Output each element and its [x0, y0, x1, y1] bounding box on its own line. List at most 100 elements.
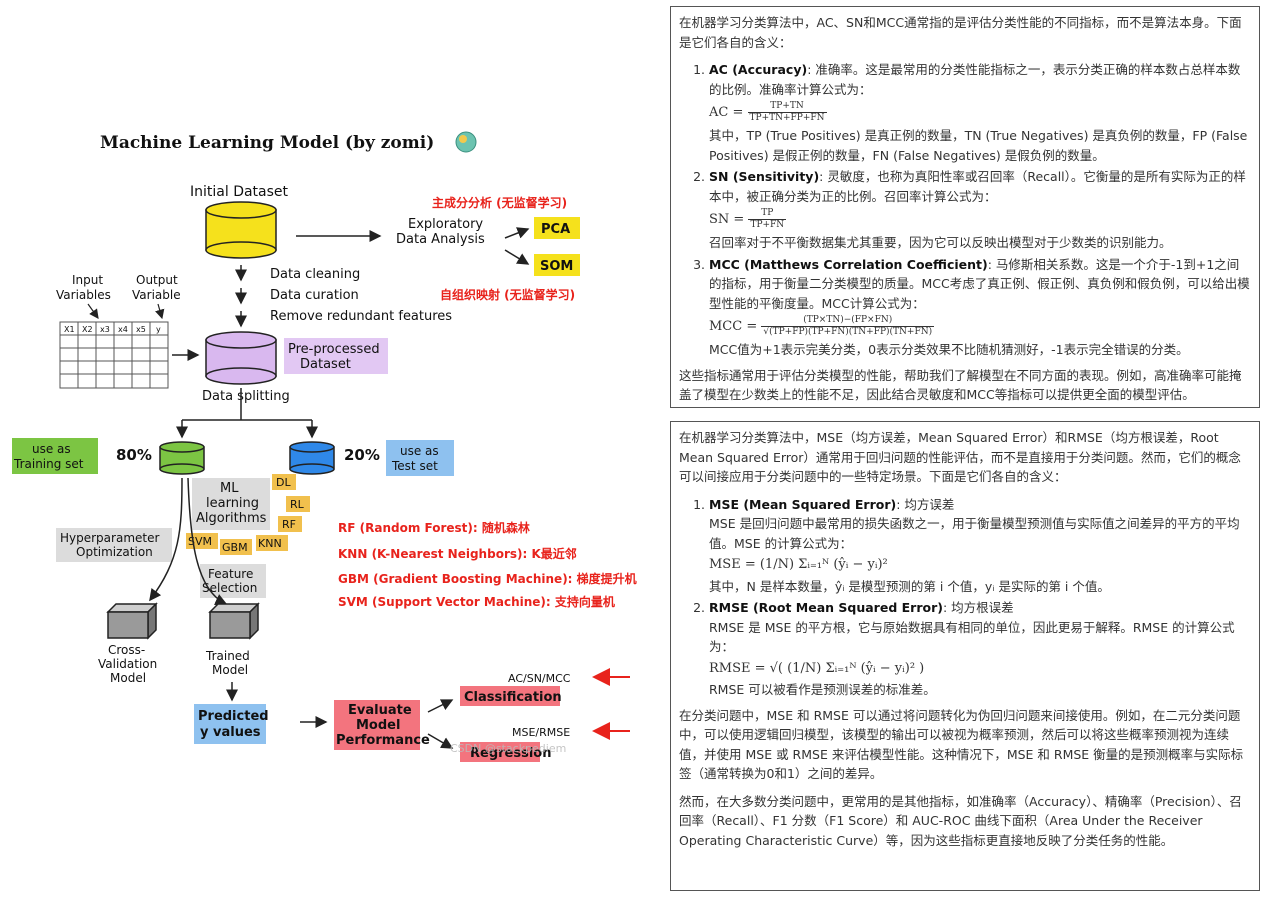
classification-label: Classification — [464, 690, 562, 705]
table-header-y: y — [156, 325, 161, 334]
arrow-input-vars — [87, 303, 99, 319]
after-mcc: MCC值为+1表示完美分类，0表示分类效果不比随机猜测好，-1表示完全错误的分类… — [709, 342, 1189, 357]
evaluate-line1: Evaluate — [348, 703, 412, 718]
data-curation-step: Data curation — [270, 288, 359, 303]
detail-mse: MSE 是回归问题中最常用的损失函数之一，用于衡量模型预测值与实际值之间差异的平… — [709, 516, 1240, 551]
train-percentage: 80% — [116, 446, 152, 464]
formula-ac-num: TP+TN — [747, 101, 827, 113]
desc-mse: : 均方误差 — [896, 496, 955, 512]
metrics-explanation-panel-2: 在机器学习分类算法中，MSE（均方误差，Mean Squared Error）和… — [670, 421, 1260, 891]
diagram-title: Machine Learning Model (by zomi) — [100, 133, 434, 153]
predicted-highlight — [194, 704, 266, 744]
preprocessed-highlight — [284, 338, 388, 374]
ml-line2: learning — [206, 496, 259, 511]
trained-line2: Model — [212, 663, 248, 677]
formula-sn-num: TP — [748, 208, 787, 220]
predicted-line2: y values — [200, 725, 261, 740]
input-variables-line1: Input — [72, 273, 103, 287]
flow-train-to-cv — [149, 477, 183, 602]
training-set-line2: Training set — [13, 457, 84, 471]
arrow-to-regression — [427, 733, 454, 749]
panel1-item-sn: SN (Sensitivity): 灵敏度，也称为真阳性率或召回率（Recall… — [709, 167, 1251, 253]
panel2-para3: 然而，在大多数分类问题中，更常用的是其他指标，如准确率（Accuracy）、精确… — [679, 793, 1242, 848]
desc-mcc: : 马修斯相关系数。这是一个介于-1到+1之间的指标，用于衡量二分类模型的质量。… — [709, 256, 1250, 311]
formula-ac-den: TP+TN+FP+FN — [749, 113, 825, 123]
algo-svm: SVM — [188, 535, 212, 548]
som-note: 自组织映射 (无监督学习) — [440, 287, 575, 302]
eda-line2: Data Analysis — [396, 232, 485, 247]
preprocessed-cylinder — [205, 331, 277, 385]
input-variables-line2: Variables — [56, 288, 111, 302]
formula-sn-lhs: SN = — [709, 212, 745, 227]
algo-knn-highlight — [256, 535, 288, 551]
panel2-item-rmse: RMSE (Root Mean Squared Error): 均方根误差 RM… — [709, 598, 1251, 700]
panel1-intro: 在机器学习分类算法中，AC、SN和MCC通常指的是评估分类性能的不同指标，而不是… — [679, 15, 1242, 50]
som-highlight — [534, 254, 580, 276]
test-set-line2: Test set — [391, 459, 438, 473]
ml-line1: ML — [220, 481, 239, 496]
ml-workflow-diagram: Machine Learning Model (by zomi) Initial… — [12, 131, 637, 762]
pca-note: 主成分分析 (无监督学习) — [432, 195, 567, 210]
training-set-highlight — [12, 438, 98, 474]
training-set-line1: use as — [32, 442, 71, 456]
detail-rmse: RMSE 是 MSE 的平方根，它与原始数据具有相同的单位，因此更易于解释。RM… — [709, 619, 1235, 655]
table-header-x2: X2 — [82, 325, 93, 334]
after-rmse: RMSE 可以被看作是预测误差的标准差。 — [709, 682, 936, 697]
term-sn: SN (Sensitivity) — [709, 169, 820, 184]
hyperparameter-line1: Hyperparameter — [60, 531, 159, 545]
initial-dataset-cylinder — [205, 201, 277, 259]
algo-rf-highlight — [278, 516, 302, 532]
panel2-item-mse: MSE (Mean Squared Error): 均方误差 MSE 是回归问题… — [709, 495, 1251, 597]
formula-mcc-lhs: MCC = — [709, 319, 758, 334]
feature-line1: Feature — [208, 567, 253, 581]
table-header-x4: x4 — [118, 325, 128, 334]
algo-rl-highlight — [286, 496, 310, 512]
arrow-output-var — [155, 303, 165, 320]
predicted-line1: Predicted — [198, 709, 269, 724]
term-mse: MSE (Mean Squared Error) — [709, 496, 897, 512]
legend-svm: SVM (Support Vector Machine): 支持向量机 — [338, 594, 615, 609]
legend-gbm: GBM (Gradient Boosting Machine): 梯度提升机 — [338, 571, 637, 586]
panel2-para2: 在分类问题中，MSE 和 RMSE 可以通过将问题转化为伪回归问题来间接使用。例… — [679, 707, 1244, 782]
arrow-to-som — [504, 249, 530, 265]
cv-line1: Cross- — [108, 643, 145, 657]
algo-rf: RF — [282, 518, 296, 531]
pca-highlight — [534, 217, 580, 239]
legend-rf: RF (Random Forest): 随机森林 — [338, 520, 530, 535]
after-sn: 召回率对于不平衡数据集尤其重要，因为它可以反映出模型对于少数类的识别能力。 — [709, 235, 1172, 250]
panel2-intro: 在机器学习分类算法中，MSE（均方误差，Mean Squared Error）和… — [679, 430, 1241, 484]
evaluate-highlight — [334, 700, 420, 750]
metrics-explanation-panel-1: 在机器学习分类算法中，AC、SN和MCC通常指的是评估分类性能的不同指标，而不是… — [670, 6, 1260, 408]
after-ac: 其中，TP (True Positives) 是真正例的数量，TN (True … — [709, 128, 1248, 163]
formula-mcc: MCC = (TP×TN)−(FP×FN)√(TP+FP)(TP+FN)(TN+… — [709, 315, 1251, 338]
test-cylinder — [289, 441, 335, 475]
desc-sn: : 灵敏度，也称为真阳性率或召回率（Recall）。它衡量的是所有实际为正的样本… — [709, 169, 1246, 204]
output-variable-line2: Variable — [132, 288, 181, 302]
globe-icon-detail — [459, 135, 467, 143]
formula-rmse: RMSE = √( (1/N) Σᵢ₌₁ᴺ (ŷᵢ − yᵢ)² ) — [709, 660, 925, 676]
evaluate-line2: Model — [356, 718, 400, 733]
regression-highlight — [460, 742, 540, 762]
mse-rmse-label: MSE/RMSE — [512, 726, 570, 739]
feature-line2: Selection — [202, 581, 257, 595]
term-rmse: RMSE (Root Mean Squared Error) — [709, 600, 943, 615]
arrow-to-classification — [427, 699, 454, 713]
ac-sn-mcc-label: AC/SN/MCC — [508, 672, 571, 685]
training-cylinder — [159, 441, 205, 475]
algo-gbm-highlight — [220, 539, 252, 555]
formula-mcc-den: √(TP+FP)(TP+FN)(TN+FP)(TN+FN) — [763, 327, 933, 337]
hyperparameter-line2: Optimization — [76, 545, 153, 559]
desc-ac: : 准确率。这是最常用的分类性能指标之一，表示分类正确的样本数占总样本数的比例。… — [709, 62, 1241, 97]
term-ac: AC (Accuracy) — [709, 62, 808, 77]
watermark: CSDN @stackpediem — [450, 742, 566, 755]
flow-train-to-trained — [187, 477, 228, 605]
formula-ac-lhs: AC = — [709, 105, 744, 120]
trained-model-cube — [208, 602, 260, 640]
test-set-highlight — [386, 440, 454, 476]
algo-knn: KNN — [258, 537, 282, 550]
panel2-list: MSE (Mean Squared Error): 均方误差 MSE 是回归问题… — [679, 495, 1251, 700]
